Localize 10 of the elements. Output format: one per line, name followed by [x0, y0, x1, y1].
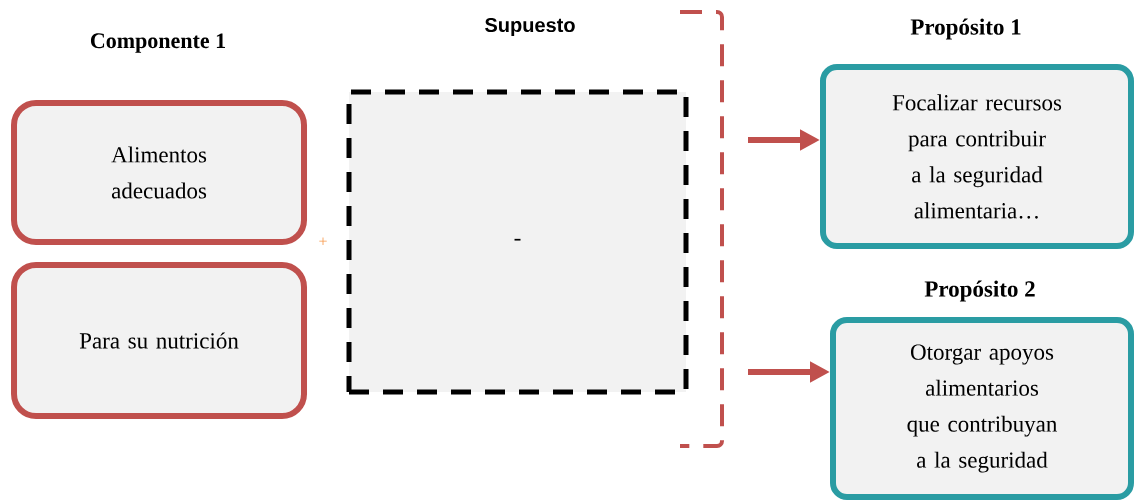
heading: Componente 1	[90, 33, 225, 53]
heading: Supuesto	[485, 17, 575, 37]
purpose-box: Focalizar recursos para contribuir a la seguridad alimentaria…	[820, 64, 1134, 249]
plus-sign: +	[319, 237, 327, 245]
component-box: Alimentos adecuados	[11, 100, 307, 245]
assumption-box: -	[346, 89, 689, 395]
heading: Propósito 1	[910, 18, 1021, 40]
heading: Propósito 2	[924, 280, 1035, 302]
purpose-box: Otorgar apoyos alimentarios que contribuyan a la seguridad	[830, 317, 1134, 500]
component-box: Para su nutrición	[11, 262, 307, 419]
